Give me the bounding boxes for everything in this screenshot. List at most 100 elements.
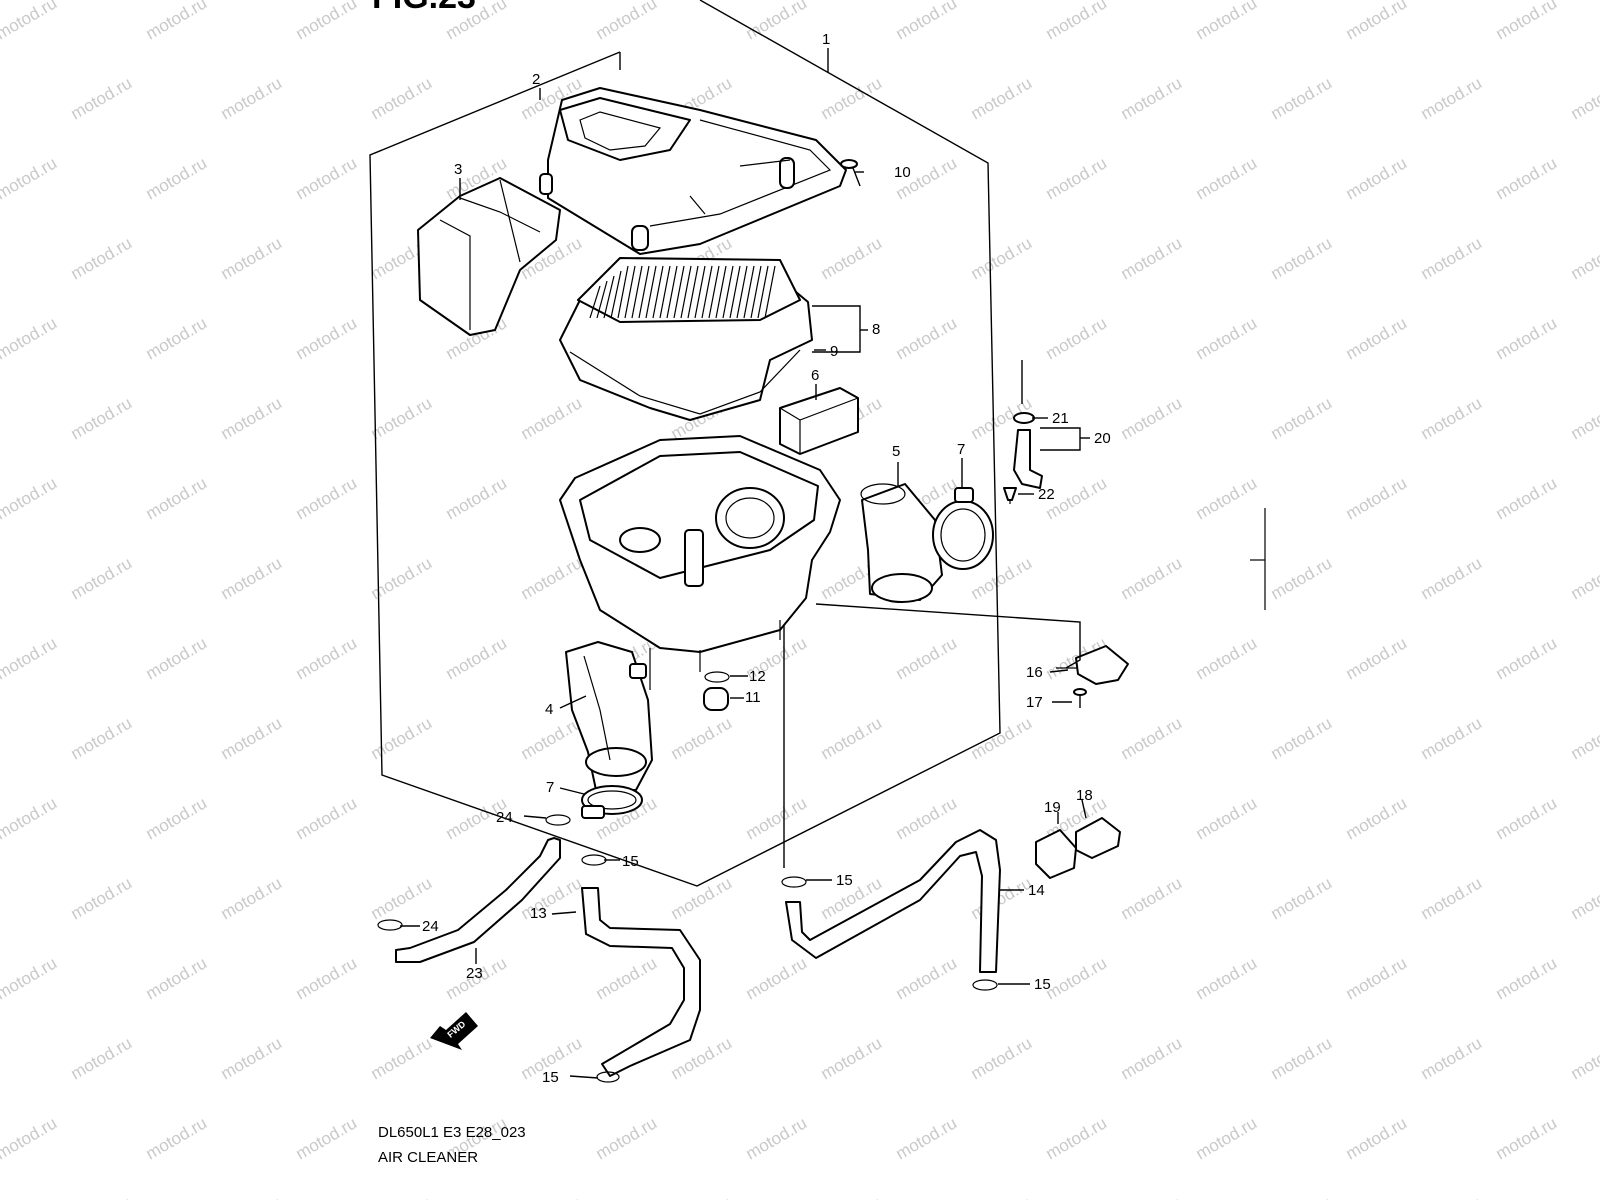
watermark-text: motod.ru (1343, 313, 1411, 363)
watermark-text: motod.ru (1568, 73, 1600, 123)
sponge-block (779, 387, 859, 455)
watermark-text: motod.ru (518, 713, 586, 763)
watermark-text: motod.ru (1043, 0, 1111, 43)
watermark-text: motod.ru (1043, 313, 1111, 363)
watermark-text: motod.ru (1118, 1193, 1186, 1200)
watermark-text: motod.ru (218, 713, 286, 763)
watermark-text: motod.ru (1343, 0, 1411, 43)
watermark-text: motod.ru (1493, 953, 1561, 1003)
callout-1: 1 (822, 31, 830, 48)
callout-15-b: 15 (836, 872, 853, 889)
filter-pleat (701, 265, 713, 319)
watermark-text: motod.ru (1193, 153, 1261, 203)
watermark-text: motod.ru (1268, 73, 1336, 123)
watermark-text: motod.ru (1418, 393, 1486, 443)
watermark-text: motod.ru (1118, 873, 1186, 923)
watermark-text: motod.ru (1043, 1113, 1111, 1163)
watermark-text: motod.ru (1418, 73, 1486, 123)
watermark-text: motod.ru (218, 233, 286, 283)
watermark-text: motod.ru (368, 393, 436, 443)
watermark-text: motod.ru (68, 1193, 136, 1200)
watermark-text: motod.ru (1568, 1193, 1600, 1200)
small-clamps (377, 814, 998, 1083)
callout-13: 13 (530, 905, 547, 922)
watermark-text: motod.ru (1343, 633, 1411, 683)
callout-8: 8 (872, 321, 880, 338)
watermark-text: motod.ru (1493, 0, 1561, 43)
filter-pleat (596, 280, 608, 319)
watermark-text: motod.ru (1193, 953, 1261, 1003)
hose-13 (581, 887, 701, 1077)
callout-23: 23 (466, 965, 483, 982)
watermark-text: motod.ru (1568, 553, 1600, 603)
callout-19: 19 (1044, 799, 1061, 816)
watermark-text: motod.ru (143, 0, 211, 43)
callout-2: 2 (532, 71, 540, 88)
watermark-text: motod.ru (293, 1113, 361, 1163)
watermark-text: motod.ru (818, 713, 886, 763)
callout-11: 11 (745, 689, 761, 706)
connector-18-19 (1035, 817, 1121, 879)
watermark-text: motod.ru (743, 1113, 811, 1163)
watermark-text: motod.ru (1193, 633, 1261, 683)
watermark-text: motod.ru (743, 0, 811, 43)
watermark-text: motod.ru (368, 73, 436, 123)
watermark-text: motod.ru (443, 633, 511, 683)
watermark-text: motod.ru (68, 393, 136, 443)
watermark-text: motod.ru (1418, 873, 1486, 923)
callout-15-a: 15 (622, 853, 639, 870)
watermark-text: motod.ru (1568, 233, 1600, 283)
watermark-text: motod.ru (143, 473, 211, 523)
watermark-text: motod.ru (1418, 713, 1486, 763)
watermark-text: motod.ru (1193, 0, 1261, 43)
filter-pleat (764, 265, 776, 319)
watermark-text: motod.ru (1493, 313, 1561, 363)
watermark-text: motod.ru (893, 313, 961, 363)
watermark-text: motod.ru (293, 473, 361, 523)
watermark-text: motod.ru (1418, 1033, 1486, 1083)
watermark-text: motod.ru (218, 873, 286, 923)
hose-23 (395, 837, 561, 963)
filter-pleat (757, 265, 769, 319)
callout-10: 10 (894, 164, 911, 181)
filter-pleat (750, 265, 762, 319)
watermark-text: motod.ru (968, 1193, 1036, 1200)
assembly-outline (369, 0, 1001, 887)
leader-lines (400, 48, 1090, 1079)
watermark-text: motod.ru (818, 233, 886, 283)
watermark-text: motod.ru (1118, 73, 1186, 123)
watermark-text: motod.ru (1268, 1033, 1336, 1083)
watermark-text: motod.ru (743, 793, 811, 843)
model-code: DL650L1 E3 E28_023 (378, 1124, 526, 1141)
watermark-text: motod.ru (1568, 713, 1600, 763)
watermark-text: motod.ru (143, 1113, 211, 1163)
watermark-text: motod.ru (1493, 1113, 1561, 1163)
filter-pleat (694, 265, 706, 319)
watermark-text: motod.ru (893, 953, 961, 1003)
air-cleaner-case (559, 435, 841, 690)
watermark-text: motod.ru (1268, 873, 1336, 923)
watermark-text: motod.ru (1268, 553, 1336, 603)
callout-12: 12 (749, 668, 766, 685)
watermark-text: motod.ru (593, 0, 661, 43)
watermark-text: motod.ru (293, 953, 361, 1003)
filter-pleat (638, 265, 650, 319)
watermark-text: motod.ru (68, 713, 136, 763)
watermark-text: motod.ru (218, 1033, 286, 1083)
watermark-text: motod.ru (1493, 633, 1561, 683)
watermark-text: motod.ru (293, 153, 361, 203)
watermark-text: motod.ru (0, 153, 60, 203)
watermark-text: motod.ru (218, 553, 286, 603)
grommet-and-ring (703, 671, 730, 711)
intake-duct (417, 177, 561, 336)
watermark-text: motod.ru (68, 873, 136, 923)
filter-pleat (680, 265, 692, 319)
callout-labels: 1 2 3 4 5 6 7 7 8 9 10 11 12 13 14 15 15… (422, 31, 1111, 1086)
watermark-text: motod.ru (593, 953, 661, 1003)
callout-14: 14 (1028, 882, 1045, 899)
callout-7-upper: 7 (957, 441, 965, 458)
watermark-text: motod.ru (68, 553, 136, 603)
filter-pleat (666, 265, 678, 319)
watermark-text: motod.ru (0, 0, 60, 43)
watermark-text: motod.ru (68, 73, 136, 123)
